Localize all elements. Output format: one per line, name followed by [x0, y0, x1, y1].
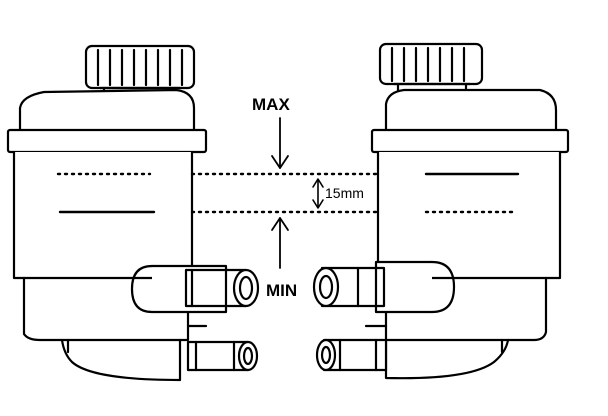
min-label: MIN: [266, 281, 297, 300]
max-arrow: [271, 117, 289, 169]
left-reservoir-cap: [84, 44, 196, 96]
min-arrow: [271, 217, 289, 269]
right-lower-hose: [315, 338, 388, 372]
left-reservoir-body: [12, 150, 194, 280]
left-lower-hose: [186, 340, 259, 372]
right-reservoir-lower: [384, 276, 548, 342]
right-upper-hose: [312, 260, 456, 314]
right-reservoir-top: [384, 88, 558, 134]
left-reservoir-collar: [6, 128, 208, 154]
right-reservoir-body: [376, 150, 562, 280]
right-reservoir: [312, 42, 570, 380]
left-reservoir-bowl: [60, 338, 182, 382]
left-reservoir: [6, 44, 260, 382]
gap-label: 15mm: [325, 185, 364, 201]
right-reservoir-bowl: [384, 338, 510, 380]
level-indication: [190, 117, 380, 269]
right-reservoir-collar: [370, 128, 570, 154]
max-label: MAX: [252, 95, 290, 114]
left-upper-hose: [130, 264, 260, 314]
gap-dimension-arrow: [312, 178, 324, 209]
left-reservoir-top: [18, 88, 196, 134]
left-reservoir-lower: [22, 276, 190, 342]
right-reservoir-cap: [378, 42, 484, 92]
